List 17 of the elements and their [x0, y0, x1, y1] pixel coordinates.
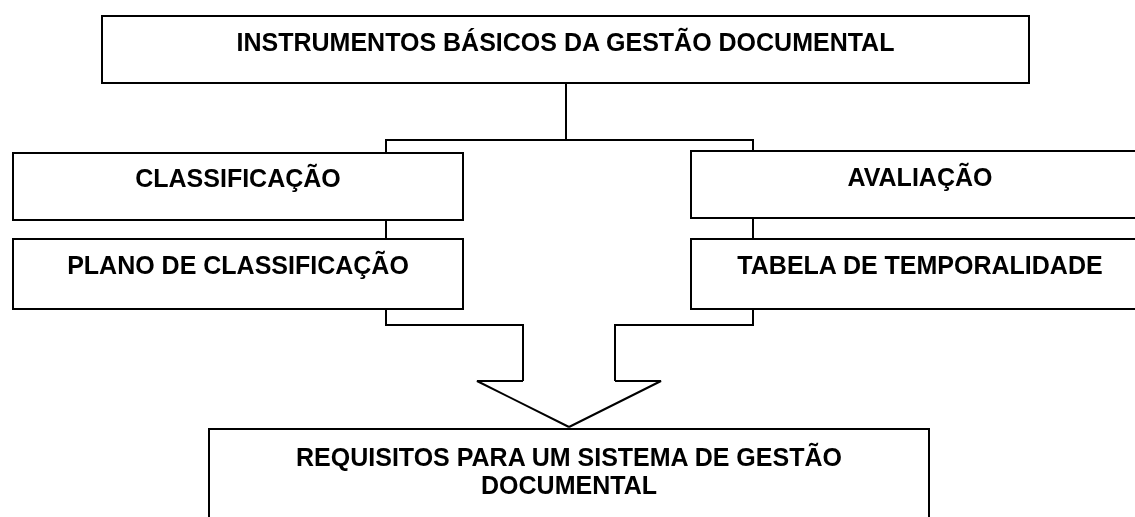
block-arrow	[385, 309, 570, 428]
text-box	[208, 428, 930, 517]
text-box	[12, 152, 464, 221]
text-box	[12, 238, 464, 310]
box-label: PLANO DE CLASSIFICAÇÃO	[67, 251, 409, 279]
box-label: TABELA DE TEMPORALIDADE	[737, 251, 1103, 279]
block-arrow	[568, 309, 754, 428]
connector-line	[385, 220, 387, 239]
connector-line	[565, 83, 754, 151]
connector-line	[752, 218, 754, 239]
text-box	[690, 238, 1135, 310]
box-label: CLASSIFICAÇÃO	[135, 164, 341, 192]
text-box	[101, 15, 1030, 84]
box-label: INSTRUMENTOS BÁSICOS DA GESTÃO DOCUMENTAL	[236, 28, 895, 56]
text-box	[690, 150, 1135, 219]
box-label: REQUISITOS PARA UM SISTEMA DE GESTÃO DOCUMENTAL	[295, 443, 843, 499]
box-label: AVALIAÇÃO	[847, 163, 993, 191]
